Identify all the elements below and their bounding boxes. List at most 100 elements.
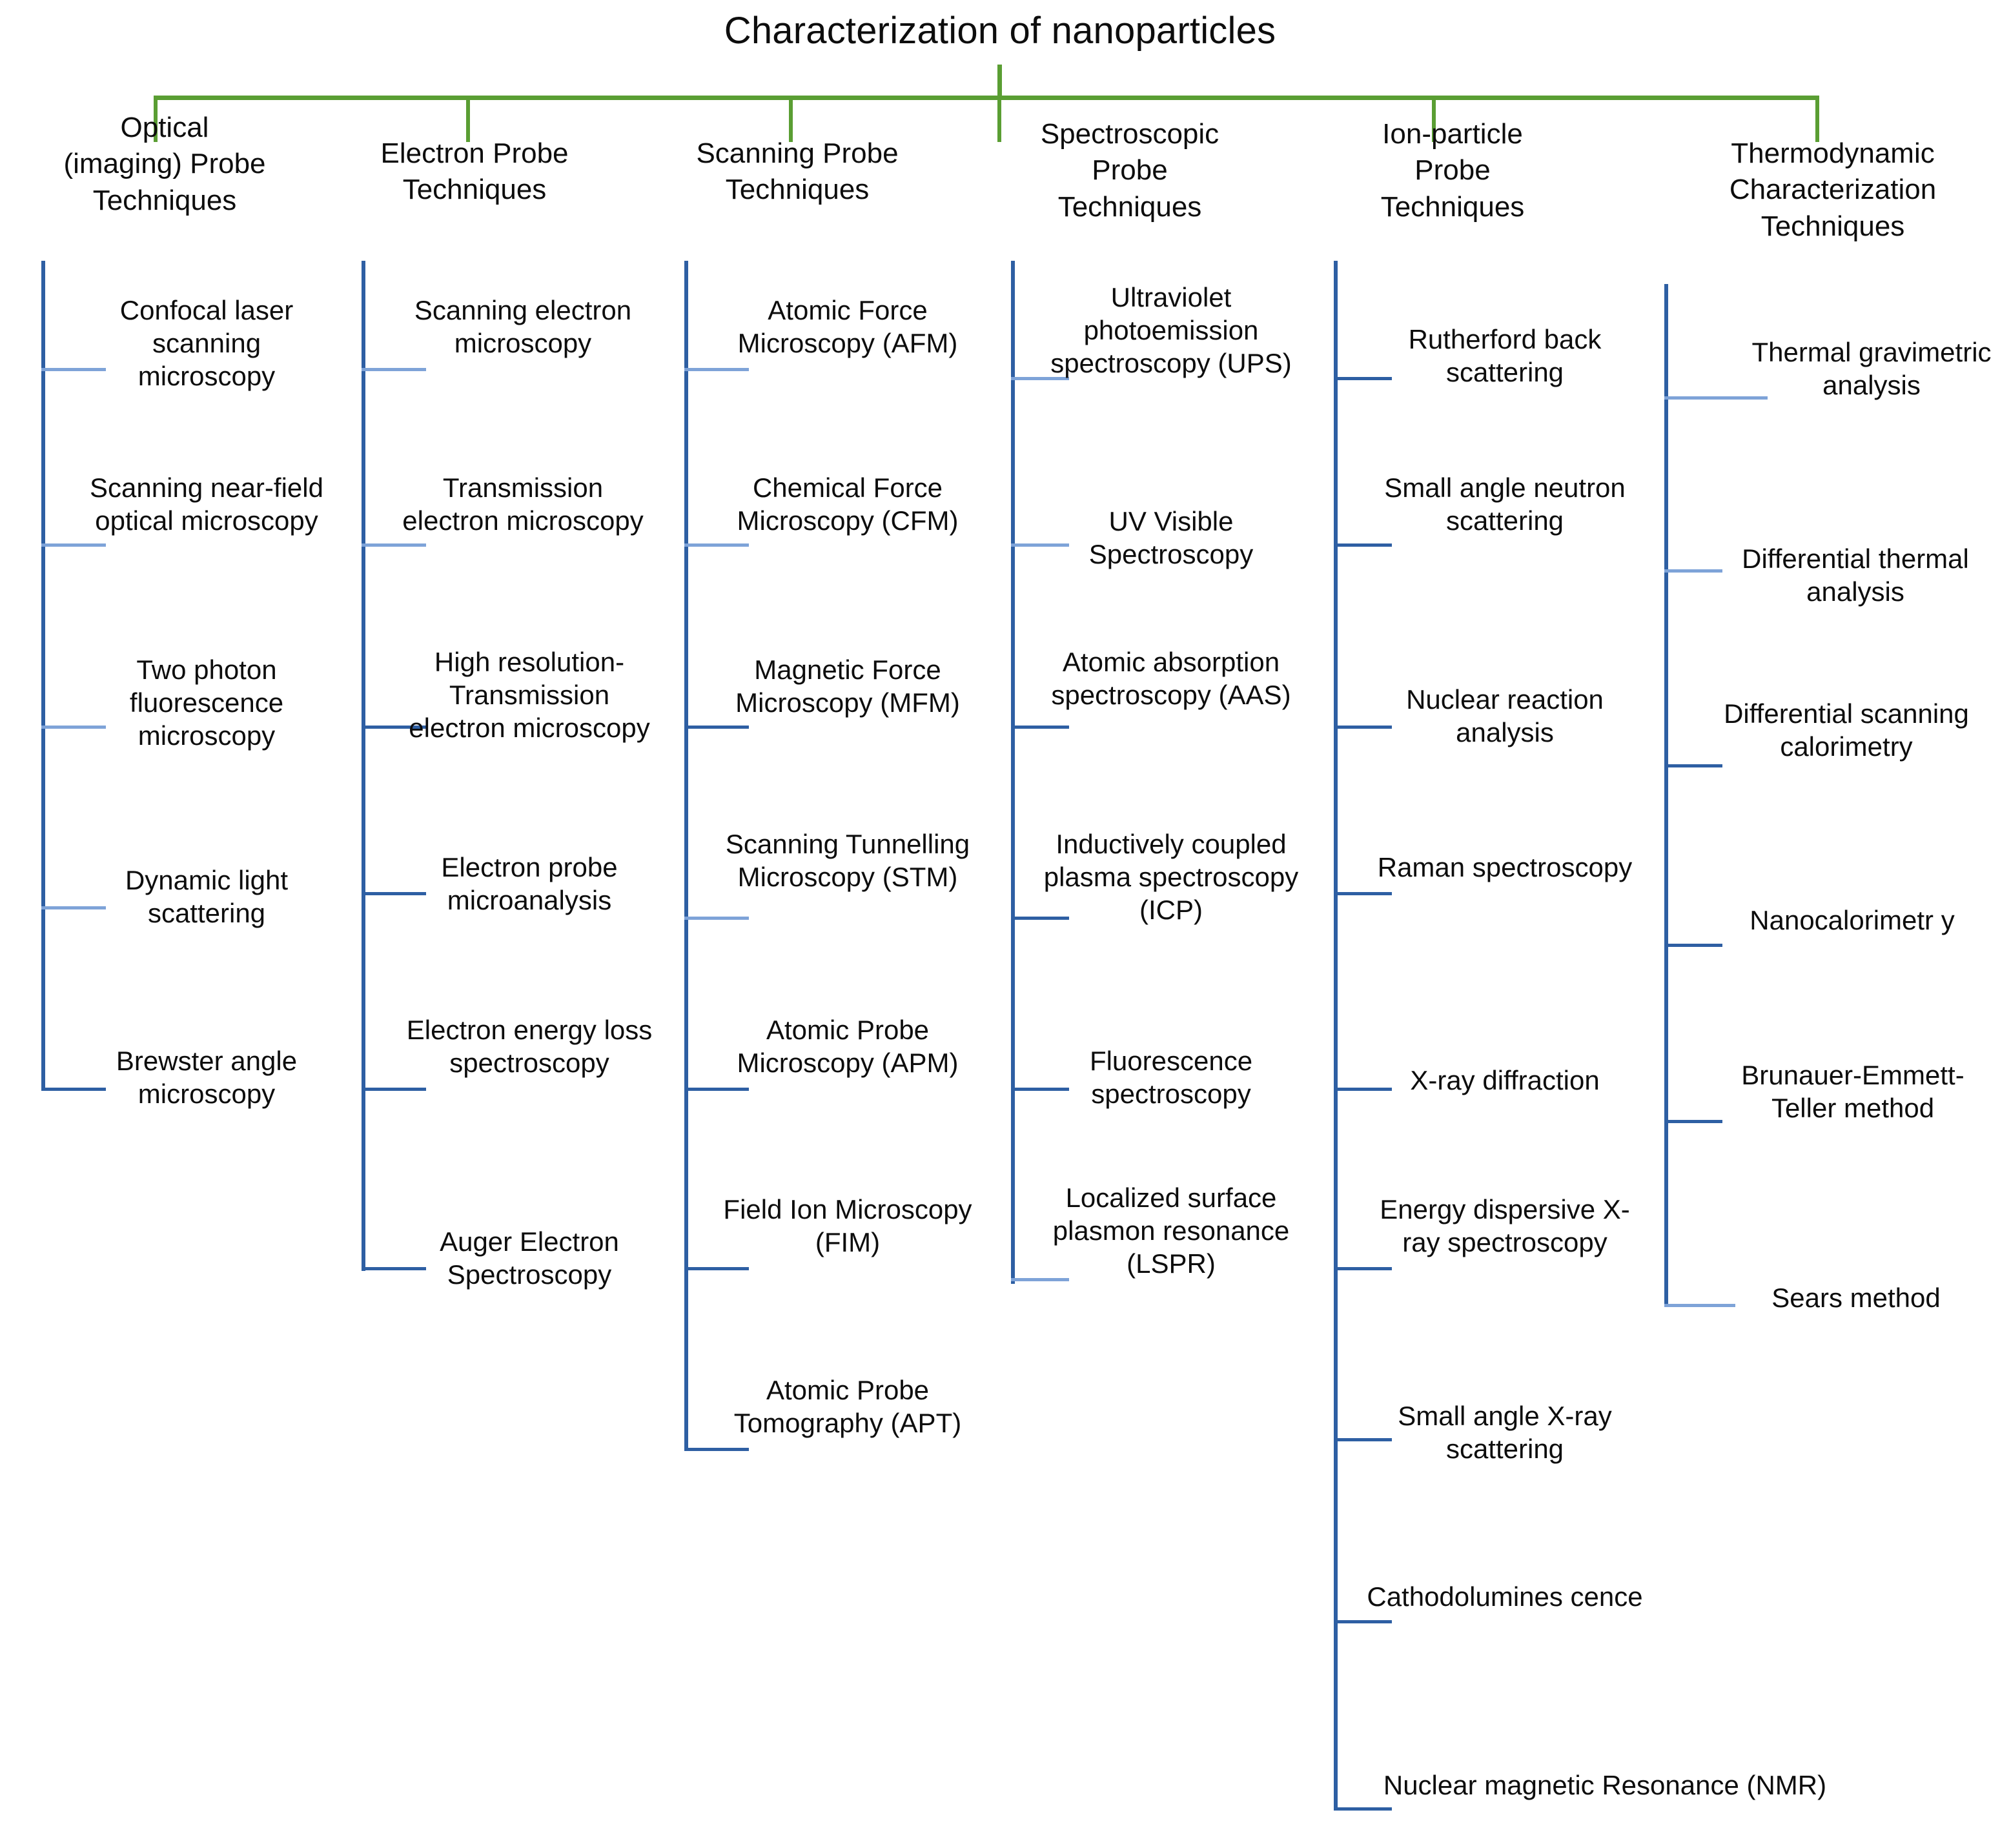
leaf-tick — [41, 906, 106, 909]
branch-heading-optical: Optical (imaging) Probe Techniques — [63, 112, 266, 216]
leaf-tick — [684, 1448, 749, 1451]
leaf-tick — [1011, 543, 1069, 547]
leaf-item: Atomic Probe Microscopy (APM) — [737, 1015, 959, 1079]
leaf-tick — [1334, 377, 1392, 380]
branch-drop-optical — [154, 98, 158, 142]
page-title: Characterization of nanoparticles — [724, 10, 1276, 52]
leaf-tick — [684, 368, 749, 371]
leaf-item: Ultraviolet photoemission spectroscopy (… — [1050, 282, 1292, 379]
root-bus-connector — [154, 96, 1819, 100]
leaf-item: Nanocalorimetr y — [1750, 905, 1955, 935]
leaf-item: Scanning Tunnelling Microscopy (STM) — [725, 829, 970, 893]
leaf-item: Cathodolumines cence — [1367, 1581, 1643, 1612]
leaf-tick — [684, 917, 749, 920]
branch-drop-ion-particle — [1432, 98, 1436, 142]
branch-heading-scanning: Scanning Probe Techniques — [696, 137, 899, 206]
leaf-tick — [684, 1088, 749, 1091]
leaf-tick — [41, 543, 106, 547]
leaf-item: Fluorescence spectroscopy — [1089, 1046, 1253, 1110]
leaf-item: Dynamic light scattering — [125, 865, 289, 929]
branch-drop-spectroscopic — [997, 98, 1001, 142]
branch-drop-scanning — [789, 98, 793, 142]
leaf-item: Scanning near-field optical microscopy — [90, 472, 323, 536]
leaf-item: Differential scanning calorimetry — [1724, 698, 1969, 762]
leaf-item: Energy dispersive X-ray spectroscopy — [1380, 1194, 1630, 1258]
leaf-item: Rutherford back scattering — [1408, 324, 1602, 388]
leaf-tick — [1334, 1807, 1392, 1811]
branch-spine-electron — [362, 261, 365, 1271]
leaf-item: Localized surface plasmon resonance (LSP… — [1052, 1183, 1290, 1279]
branch-electron: Electron Probe Techniques — [323, 136, 626, 208]
leaf-item: Nuclear magnetic Resonance (NMR) — [1383, 1770, 1827, 1800]
branch-spine-scanning — [684, 261, 688, 1450]
leaf-item: Brunauer-Emmett-Teller method — [1741, 1060, 1964, 1124]
branch-spectroscopic: Spectroscopic Probe Techniques — [968, 116, 1291, 225]
leaf-tick — [362, 368, 426, 371]
leaf-tick — [1664, 1304, 1735, 1307]
leaf-item: Nuclear reaction analysis — [1406, 684, 1604, 748]
leaf-tick — [41, 1088, 106, 1091]
leaf-tick — [362, 892, 426, 895]
leaf-tick — [362, 1267, 426, 1270]
leaf-item: Atomic Probe Tomography (APT) — [733, 1375, 962, 1439]
leaf-tick — [41, 368, 106, 371]
leaf-item: Raman spectroscopy — [1377, 852, 1633, 882]
branch-heading-thermodynamic: Thermodynamic Characterization Technique… — [1729, 137, 1937, 242]
leaf-item: Confocal laser scanning microscopy — [119, 295, 294, 392]
leaf-tick — [1011, 377, 1069, 380]
branch-scanning: Scanning Probe Techniques — [646, 136, 949, 208]
leaf-item: High resolution-Transmission electron mi… — [409, 647, 650, 744]
branch-thermodynamic: Thermodynamic Characterization Technique… — [1666, 136, 2000, 245]
leaf-tick — [1664, 569, 1722, 573]
leaf-tick — [1334, 543, 1392, 547]
leaf-tick — [1334, 726, 1392, 729]
leaf-item: Electron probe microanalysis — [441, 852, 618, 916]
leaf-item: X-ray diffraction — [1410, 1065, 1600, 1095]
leaf-item: Differential thermal analysis — [1742, 543, 1969, 607]
leaf-tick — [1334, 892, 1392, 895]
leaf-item: UV Visible Spectroscopy — [1088, 506, 1254, 570]
leaf-item: Small angle neutron scattering — [1384, 472, 1626, 536]
leaf-item: Sears method — [1771, 1283, 1941, 1313]
leaf-item: Atomic absorption spectroscopy (AAS) — [1051, 647, 1291, 711]
leaf-tick — [684, 726, 749, 729]
branch-spine-thermodynamic — [1664, 284, 1668, 1304]
leaf-tick — [1664, 396, 1768, 400]
leaf-tick — [362, 543, 426, 547]
leaf-tick — [684, 543, 749, 547]
leaf-tick — [362, 726, 426, 729]
leaf-tick — [1664, 764, 1722, 767]
leaf-tick — [1011, 917, 1069, 920]
leaf-item: Scanning electron microscopy — [414, 295, 632, 359]
branch-spine-spectroscopic — [1011, 261, 1015, 1284]
leaf-tick — [1011, 726, 1069, 729]
leaf-item: Field Ion Microscopy (FIM) — [723, 1194, 972, 1258]
branch-ion-particle: Ion-particle Probe Techniques — [1291, 116, 1614, 225]
leaf-item: Magnetic Force Microscopy (MFM) — [735, 655, 960, 718]
leaf-item: Chemical Force Microscopy (CFM) — [737, 472, 959, 536]
leaf-tick — [1664, 944, 1722, 947]
leaf-tick — [362, 1088, 426, 1091]
branch-heading-spectroscopic: Spectroscopic Probe Techniques — [1040, 118, 1219, 223]
leaf-item: Brewster angle microscopy — [116, 1046, 298, 1110]
leaf-item: Two photon fluorescence microscopy — [129, 655, 284, 751]
leaf-tick — [1664, 1120, 1722, 1123]
leaf-tick — [1011, 1278, 1069, 1281]
leaf-item: Inductively coupled plasma spectroscopy … — [1043, 829, 1299, 926]
branch-optical: Optical (imaging) Probe Techniques — [0, 110, 329, 219]
branch-drop-thermodynamic — [1815, 98, 1819, 142]
branch-heading-ion-particle: Ion-particle Probe Techniques — [1380, 118, 1525, 223]
leaf-tick — [1334, 1267, 1392, 1270]
leaf-item: Auger Electron Spectroscopy — [440, 1226, 619, 1290]
branch-heading-electron: Electron Probe Techniques — [380, 137, 569, 206]
leaf-tick — [1334, 1438, 1392, 1441]
leaf-item: Atomic Force Microscopy (AFM) — [737, 295, 958, 359]
leaf-tick — [1011, 1088, 1069, 1091]
leaf-item: Small angle X-ray scattering — [1398, 1401, 1612, 1465]
leaf-tick — [41, 726, 106, 729]
leaf-item: Electron energy loss spectroscopy — [406, 1015, 653, 1079]
leaf-tick — [684, 1267, 749, 1270]
branch-spine-optical — [41, 261, 45, 1091]
branch-spine-ion-particle — [1334, 261, 1338, 1810]
leaf-item: Thermal gravimetric analysis — [1751, 337, 1992, 401]
